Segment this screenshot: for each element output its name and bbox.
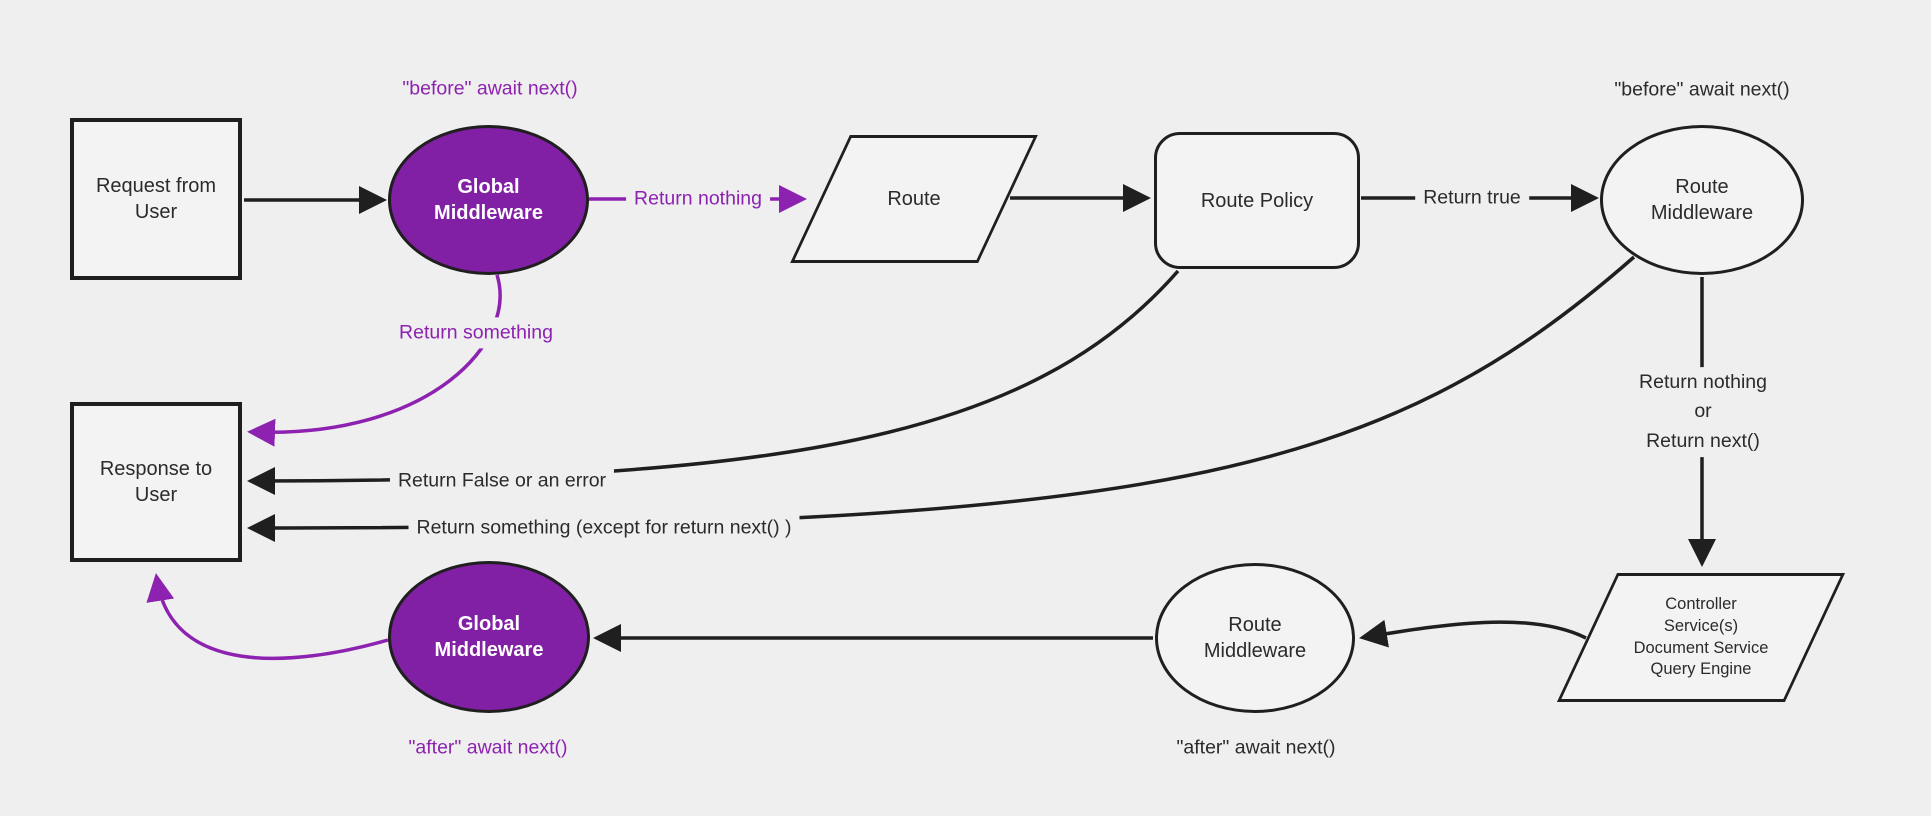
node-response-to-user-label: Response to User: [99, 458, 213, 506]
label-return-nothing-or-next: Return nothing or Return next(): [1631, 367, 1775, 457]
label-return-something-except: Return something (except for return next…: [408, 512, 800, 544]
label-after-await-next-left: "after" await next(): [408, 736, 568, 759]
label-before-await-next-top: "before" await next(): [402, 77, 578, 100]
node-route-policy-label: Route Policy: [1200, 189, 1314, 212]
node-request-from-user-label: Request from User: [95, 175, 217, 223]
edge-controller-to-route-middleware-bottom: [1359, 619, 1587, 648]
node-route-policy: Route Policy: [1154, 132, 1360, 269]
node-global-middleware-bottom: Global Middleware: [388, 561, 590, 713]
label-return-false-or-error: Return False or an error: [389, 465, 615, 497]
node-controller-services-label: Controller Service(s) Document Service Q…: [1633, 594, 1769, 679]
node-response-to-user: Response to User: [70, 402, 242, 562]
edge-route-policy-to-response: [247, 269, 1180, 495]
node-global-middleware-top-label: Global Middleware: [434, 176, 543, 224]
label-before-await-next-right: "before" await next(): [1614, 78, 1790, 101]
node-route-middleware-top-label: Route Middleware: [1650, 176, 1754, 224]
label-return-true: Return true: [1415, 182, 1529, 214]
node-route-middleware-top: Route Middleware: [1600, 125, 1804, 275]
edge-global-middleware-bottom-to-response: [146, 573, 389, 661]
node-request-from-user: Request from User: [70, 118, 242, 280]
label-return-something: Return something: [391, 317, 561, 349]
edge-global-middleware-top-to-response: [247, 274, 502, 447]
node-route-label: Route: [887, 188, 941, 210]
label-after-await-next-right: "after" await next(): [1176, 736, 1336, 759]
node-route-middleware-bottom: Route Middleware: [1155, 563, 1355, 713]
node-route-middleware-bottom-label: Route Middleware: [1203, 614, 1307, 662]
node-global-middleware-top: Global Middleware: [388, 125, 589, 275]
node-controller-services: Controller Service(s) Document Service Q…: [1556, 573, 1846, 702]
node-global-middleware-bottom-label: Global Middleware: [434, 613, 544, 661]
label-return-nothing-top: Return nothing: [626, 183, 770, 215]
node-route: Route: [790, 135, 1038, 263]
